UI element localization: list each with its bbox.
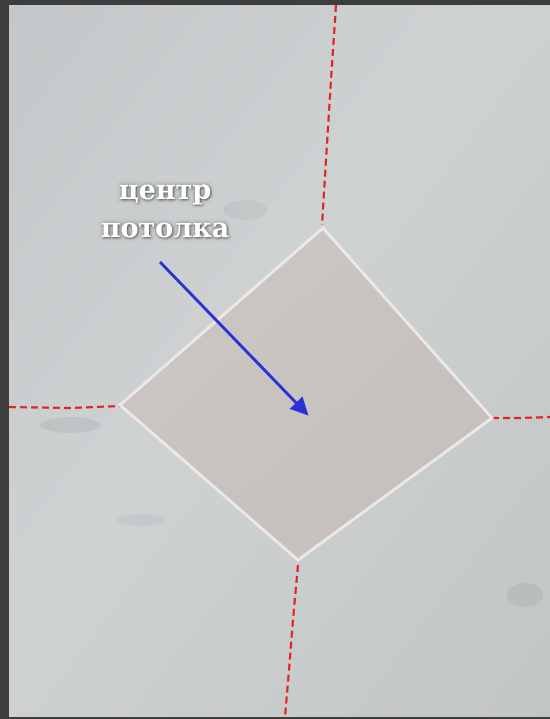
center-label-line-1: центр: [118, 175, 212, 206]
marking-line-right: [492, 415, 550, 420]
marking-line-left: [8, 404, 121, 410]
marking-line-bottom: [283, 564, 300, 718]
marking-line-top: [320, 4, 338, 226]
center-label-line-2: потолка: [100, 213, 230, 244]
center-tile: [117, 225, 495, 562]
center-label: центр потолка: [80, 172, 250, 248]
arrow-to-center: [158, 260, 309, 416]
marking-lines: [8, 4, 550, 718]
